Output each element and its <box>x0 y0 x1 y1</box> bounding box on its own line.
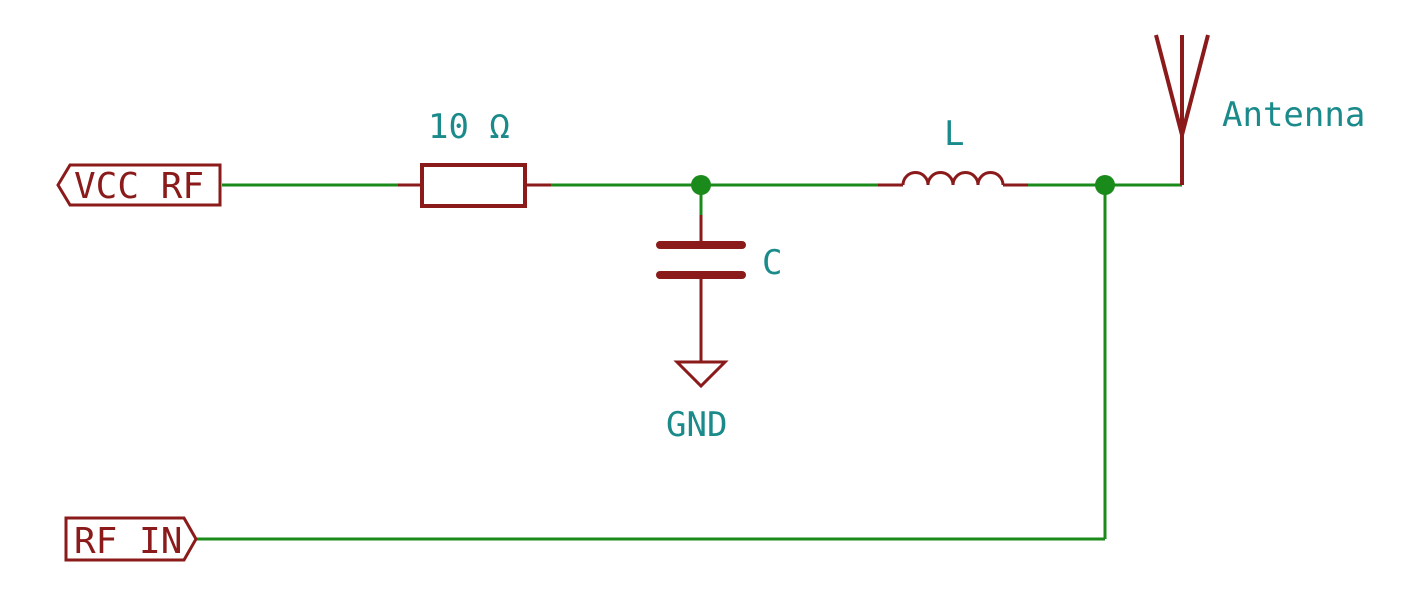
capacitor-value-label: C <box>762 243 782 283</box>
resistor-body <box>420 163 527 208</box>
antenna-arm-left <box>1154 34 1184 136</box>
ground-triangle <box>673 360 729 389</box>
port-vcc-rf[interactable]: VCC_RF <box>56 163 222 207</box>
ground-symbol[interactable] <box>673 360 729 389</box>
antenna-arm-right <box>1180 34 1210 136</box>
port-vcc-rf-shape <box>56 163 222 207</box>
inductor-coil <box>901 171 1005 186</box>
resistor[interactable] <box>398 163 551 208</box>
ground-label: GND <box>666 405 727 445</box>
capacitor[interactable] <box>656 215 746 362</box>
junction-dot-antenna <box>1095 175 1115 195</box>
inductor-value-label: L <box>944 114 964 154</box>
port-rf-in-label: RF_IN <box>74 521 182 562</box>
antenna-label: Antenna <box>1222 95 1365 135</box>
inductor[interactable] <box>878 171 1028 187</box>
junction-dot-capacitor <box>691 175 711 195</box>
port-rf-in[interactable]: RF_IN <box>64 516 198 562</box>
resistor-value-label: 10 Ω <box>428 107 510 147</box>
port-rf-in-shape <box>64 516 198 562</box>
port-vcc-rf-label: VCC_RF <box>74 166 204 207</box>
antenna-symbol[interactable] <box>1154 34 1210 185</box>
